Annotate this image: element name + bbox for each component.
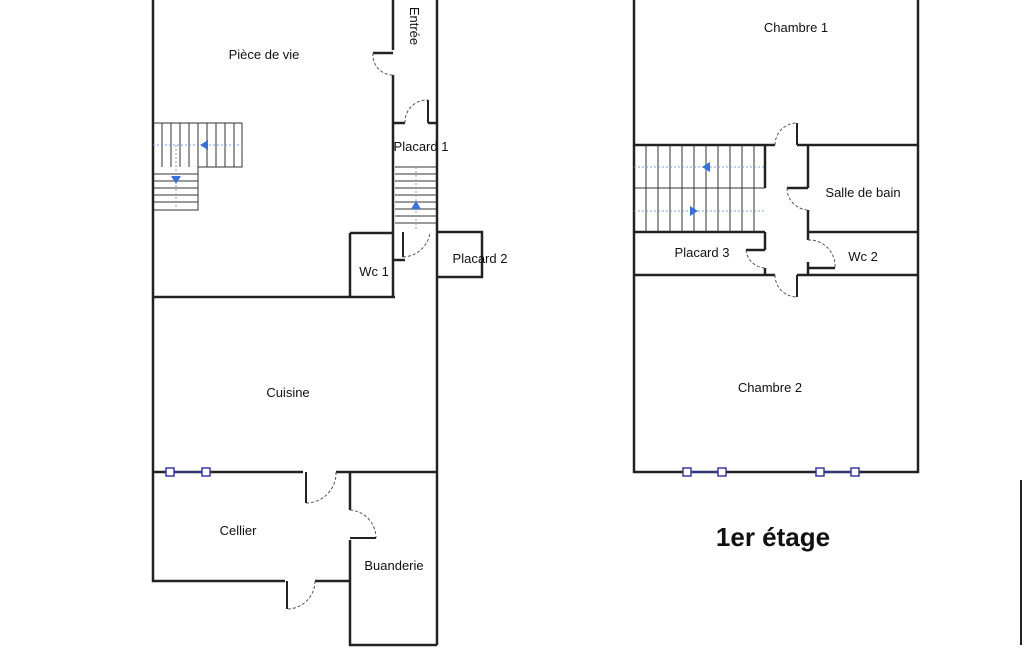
- floor-title: 1er étage: [716, 522, 830, 552]
- window: [165, 467, 211, 477]
- room-label-placard-3: Placard 3: [675, 245, 730, 260]
- stair-arrow-icon: [690, 206, 698, 216]
- room-label-placard-1: Placard 1: [394, 139, 449, 154]
- ground-floor-plan: Pièce de vie Entrée Placard 1 Placard 2 …: [151, 0, 508, 647]
- room-label-salle-de-bain: Salle de bain: [825, 185, 900, 200]
- staircase-entree: [395, 166, 437, 230]
- room-label-placard-2: Placard 2: [453, 251, 508, 266]
- staircase-first-floor: [634, 145, 765, 232]
- stair-arrow-icon: [171, 176, 181, 184]
- staircase-living-room: [153, 122, 243, 211]
- room-label-buanderie: Buanderie: [364, 558, 423, 573]
- room-label-wc-2: Wc 2: [848, 249, 878, 264]
- room-label-piece-de-vie: Pièce de vie: [229, 47, 300, 62]
- room-label-cuisine: Cuisine: [266, 385, 309, 400]
- room-label-cellier: Cellier: [220, 523, 258, 538]
- stair-arrow-icon: [200, 140, 208, 150]
- window: [682, 467, 727, 477]
- room-label-chambre-2: Chambre 2: [738, 380, 802, 395]
- stair-arrow-icon: [411, 201, 421, 209]
- first-floor-plan: Chambre 1 Salle de bain Placard 3 Wc 2 C…: [632, 0, 920, 552]
- room-label-chambre-1: Chambre 1: [764, 20, 828, 35]
- window: [815, 467, 860, 477]
- room-label-entree: Entrée: [407, 7, 422, 45]
- stair-arrow-icon: [702, 162, 710, 172]
- room-label-wc-1: Wc 1: [359, 264, 389, 279]
